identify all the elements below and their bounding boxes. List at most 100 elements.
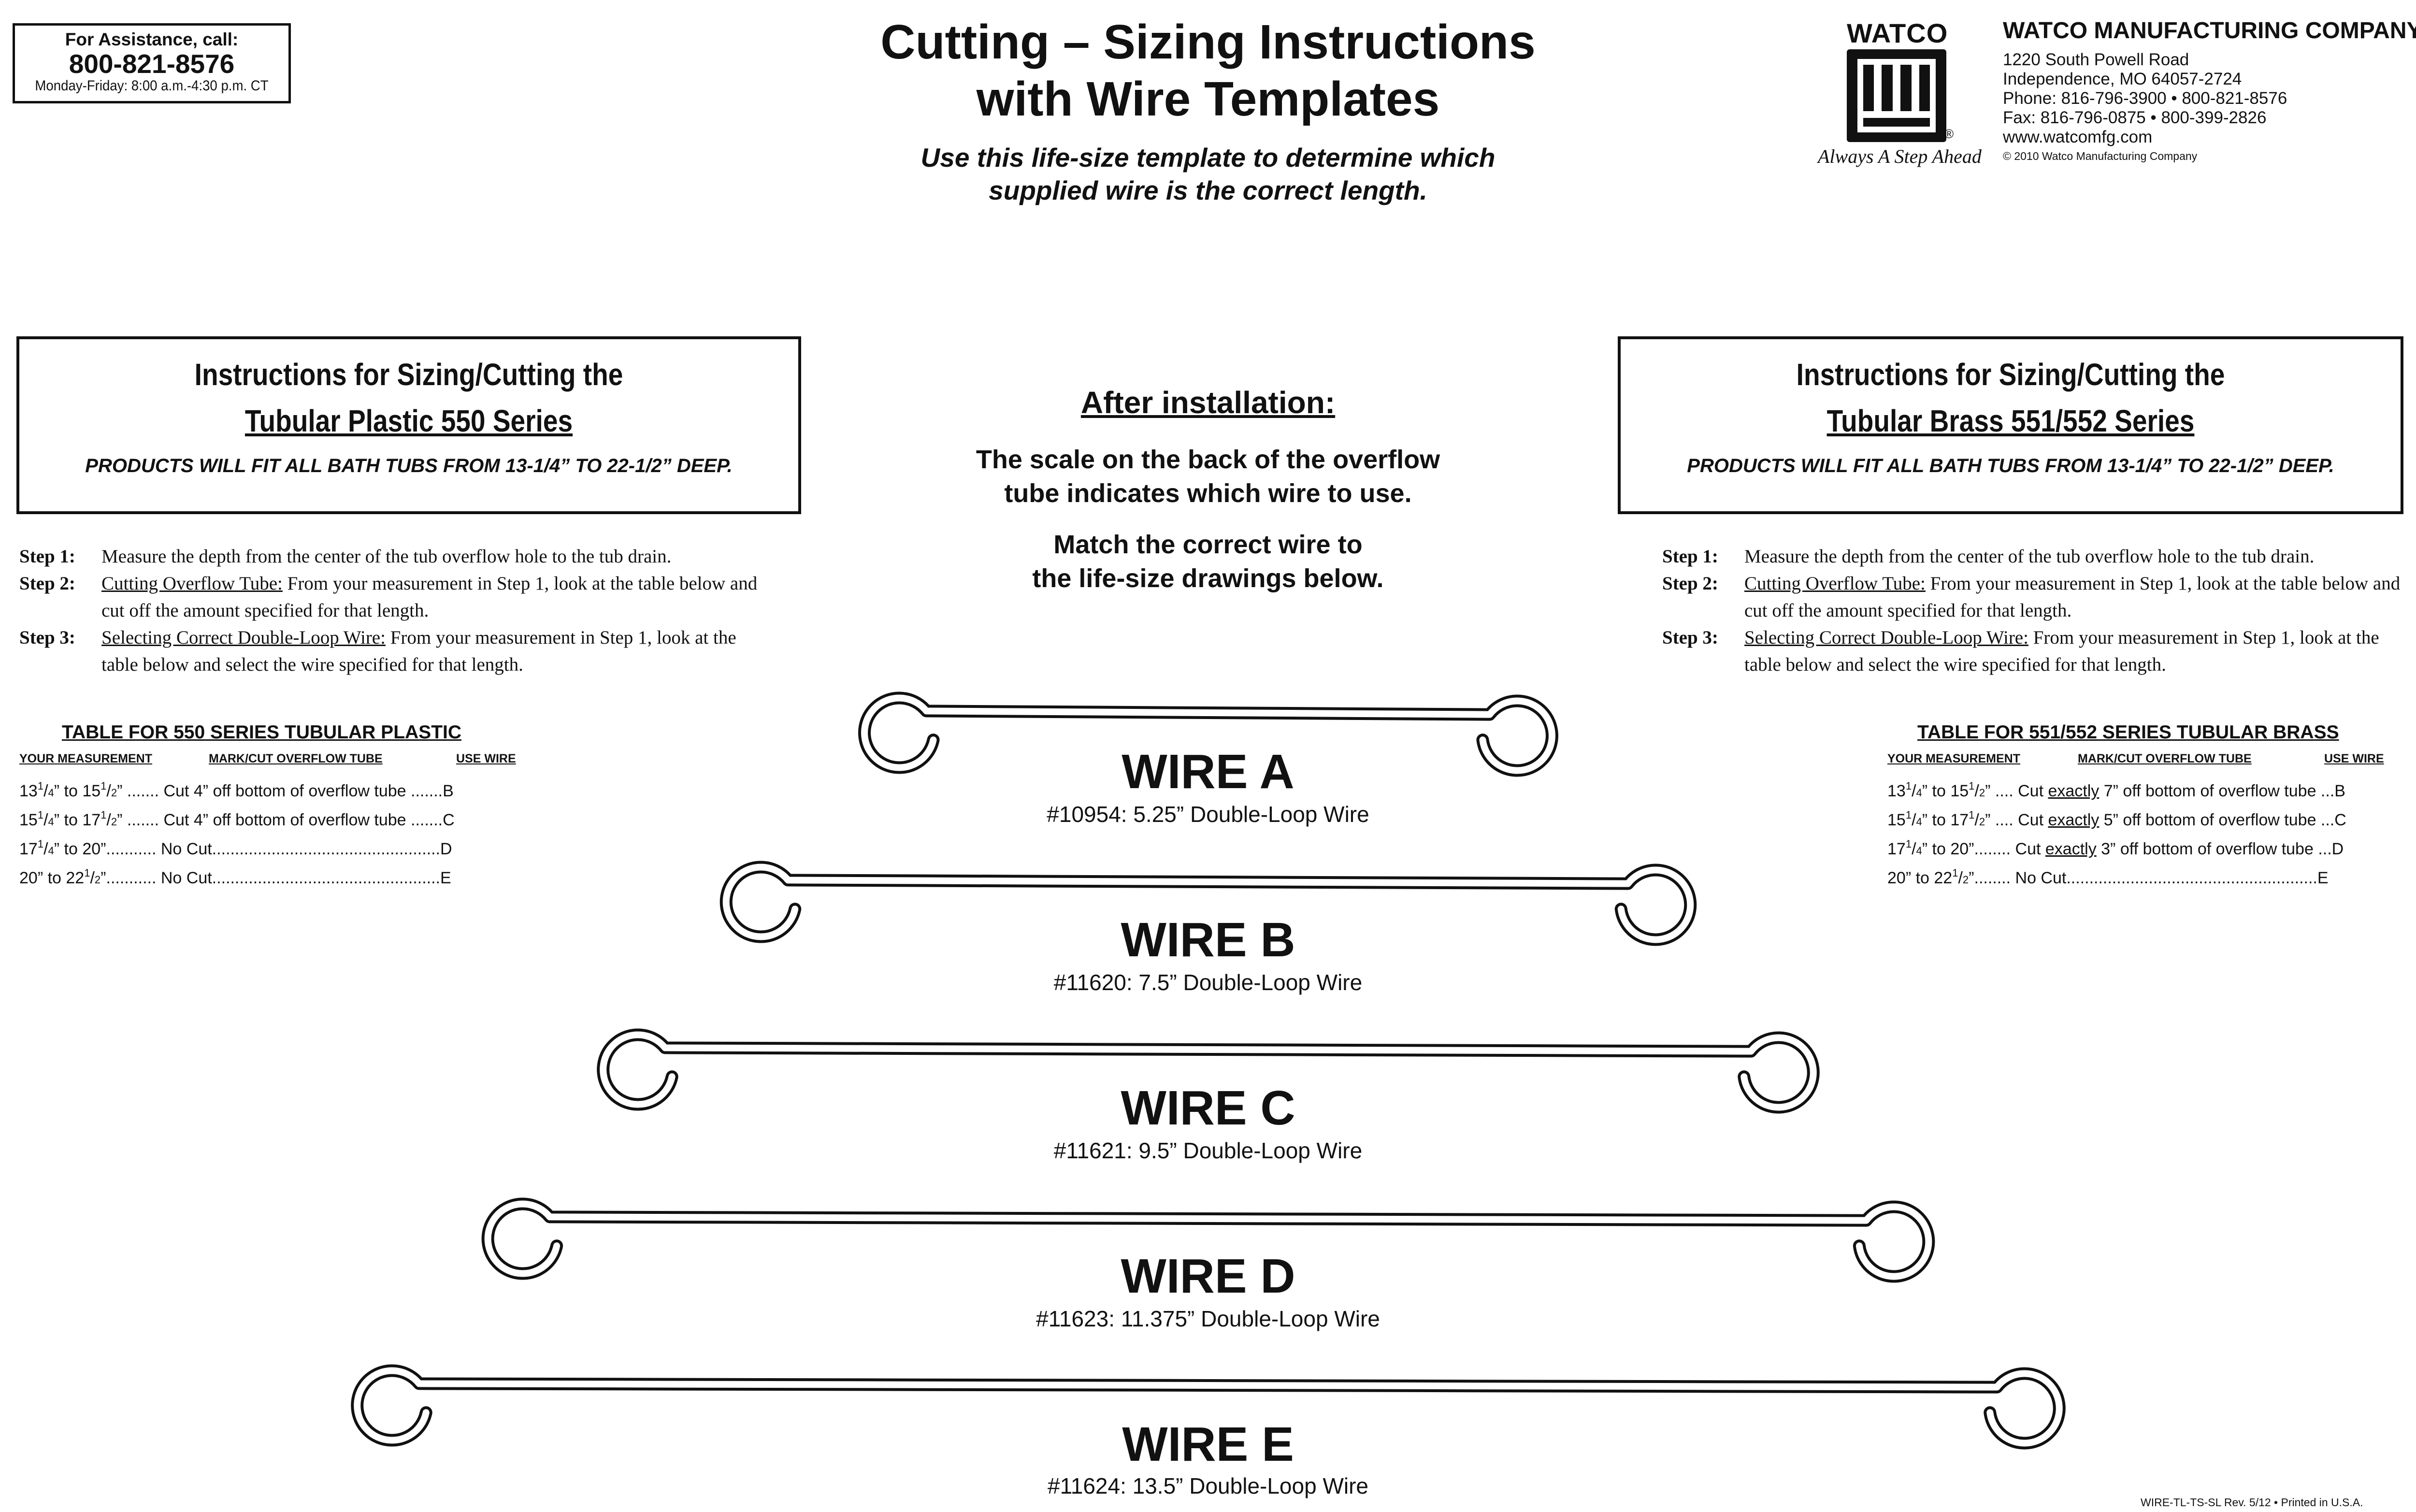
right-step-1-text: Measure the depth from the center of the… bbox=[1744, 546, 2315, 567]
wire-d-drawing bbox=[481, 1197, 1935, 1283]
right-step-3-text: From your measurement in Step 1, look at… bbox=[1744, 627, 2379, 675]
right-box-heading: Instructions for Sizing/Cutting the bbox=[1796, 357, 2225, 392]
right-instructions-box: Instructions for Sizing/Cutting the Tubu… bbox=[1618, 336, 2403, 514]
center-paragraph-1: The scale on the back of the overflow tu… bbox=[908, 443, 1508, 510]
company-fax: Fax: 816-796-0875 • 800-399-2826 bbox=[2003, 108, 2267, 127]
right-box-series: Tubular Brass 551/552 Series bbox=[1826, 403, 2195, 438]
left-col-wire: USE WIRE bbox=[456, 752, 516, 765]
center-p2-line-2: the life-size drawings below. bbox=[1032, 564, 1384, 593]
title-line-1: Cutting – Sizing Instructions bbox=[880, 15, 1536, 69]
company-address-1: 1220 South Powell Road bbox=[2003, 50, 2189, 69]
wire-e-title: WIRE E bbox=[1122, 1417, 1294, 1471]
right-step-3-title: Selecting Correct Double-Loop Wire: bbox=[1744, 627, 2028, 648]
left-instructions-box: Instructions for Sizing/Cutting the Tubu… bbox=[16, 336, 801, 514]
wire-a-drawing bbox=[858, 691, 1558, 777]
left-table: 131/4” to 151/2” ....... Cut 4” off bott… bbox=[19, 775, 455, 891]
assistance-hours: Monday-Friday: 8:00 a.m.-4:30 p.m. CT bbox=[35, 78, 269, 94]
page-subtitle: Use this life-size template to determine… bbox=[725, 141, 1691, 207]
right-table-title: TABLE FOR 551/552 SERIES TUBULAR BRASS bbox=[1917, 722, 2339, 743]
right-table: 131/4” to 151/2” .... Cut exactly 7” off… bbox=[1887, 775, 2346, 891]
wire-b-description: #11620: 7.5” Double-Loop Wire bbox=[1053, 970, 1363, 995]
table-row: 171/4” to 20”........... No Cut.........… bbox=[19, 838, 452, 858]
right-step-1-label: Step 1: bbox=[1662, 546, 1718, 567]
left-col-cut: MARK/CUT OVERFLOW TUBE bbox=[209, 752, 383, 765]
wire-a-description: #10954: 5.25” Double-Loop Wire bbox=[1047, 802, 1369, 827]
company-phone: Phone: 816-796-3900 • 800-821-8576 bbox=[2003, 89, 2287, 108]
right-steps: Step 1: Measure the depth from the cente… bbox=[1662, 543, 2402, 678]
after-installation-heading: After installation: bbox=[1080, 385, 1336, 420]
wire-c-drawing bbox=[597, 1028, 1820, 1114]
wire-inner bbox=[484, 1200, 1932, 1280]
center-p1-line-1: The scale on the back of the overflow bbox=[976, 445, 1440, 474]
wire-inner bbox=[861, 694, 1555, 774]
company-copyright: © 2010 Watco Manufacturing Company bbox=[2003, 150, 2198, 162]
table-row: 131/4” to 151/2” ....... Cut 4” off bott… bbox=[19, 780, 454, 800]
right-step-3: Step 3: Selecting Correct Double-Loop Wi… bbox=[1662, 624, 2402, 678]
table-row: 20” to 221/2”........... No Cut.........… bbox=[19, 867, 451, 887]
footer-code: WIRE-TL-TS-SL Rev. 5/12 • Printed in U.S… bbox=[2141, 1496, 2363, 1509]
left-step-3-text: From your measurement in Step 1, look at… bbox=[101, 627, 736, 675]
right-step-2-title: Cutting Overflow Tube: bbox=[1744, 573, 1926, 594]
left-step-2: Step 2: Cutting Overflow Tube: From your… bbox=[19, 570, 773, 624]
left-step-3: Step 3: Selecting Correct Double-Loop Wi… bbox=[19, 624, 773, 678]
wire-c-title: WIRE C bbox=[1121, 1081, 1295, 1135]
left-step-3-title: Selecting Correct Double-Loop Wire: bbox=[101, 627, 386, 648]
right-step-2: Step 2: Cutting Overflow Tube: From your… bbox=[1662, 570, 2402, 624]
right-step-1: Step 1: Measure the depth from the cente… bbox=[1662, 543, 2402, 570]
left-step-2-label: Step 2: bbox=[19, 573, 75, 594]
title-line-2: with Wire Templates bbox=[976, 72, 1440, 126]
assistance-phone: 800-821-8576 bbox=[69, 49, 235, 79]
subtitle-line-2: supplied wire is the correct length. bbox=[989, 175, 1427, 205]
company-tagline: Always A Step Ahead bbox=[1818, 145, 1982, 167]
right-step-2-text: From your measurement in Step 1, look at… bbox=[1744, 573, 2401, 621]
logo-wordmark: WATCO bbox=[1847, 18, 1948, 48]
table-row: 151/4” to 171/2” .... Cut exactly 5” off… bbox=[1887, 809, 2346, 829]
company-address-2: Independence, MO 64057-2724 bbox=[2003, 70, 2242, 88]
left-box-note: PRODUCTS WILL FIT ALL BATH TUBS FROM 13-… bbox=[85, 455, 733, 476]
left-step-1-label: Step 1: bbox=[19, 546, 75, 567]
center-p2-line-1: Match the correct wire to bbox=[1053, 530, 1363, 559]
left-col-measurement: YOUR MEASUREMENT bbox=[19, 752, 153, 765]
assistance-label: For Assistance, call: bbox=[65, 29, 239, 49]
table-row: 20” to 221/2”........ No Cut............… bbox=[1887, 867, 2329, 887]
page-title: Cutting – Sizing Instructions with Wire … bbox=[725, 14, 1691, 128]
wire-d-description: #11623: 11.375” Double-Loop Wire bbox=[1036, 1306, 1380, 1331]
company-name: WATCO MANUFACTURING COMPANY bbox=[2003, 18, 2416, 43]
watco-logo-icon bbox=[1847, 49, 1946, 142]
company-website: www.watcomfg.com bbox=[2003, 128, 2153, 146]
wire-e-description: #11624: 13.5” Double-Loop Wire bbox=[1047, 1473, 1368, 1498]
left-table-title: TABLE FOR 550 SERIES TUBULAR PLASTIC bbox=[62, 722, 462, 743]
left-box-series: Tubular Plastic 550 Series bbox=[244, 403, 573, 438]
right-box-note: PRODUCTS WILL FIT ALL BATH TUBS FROM 13-… bbox=[1687, 455, 2334, 476]
left-step-3-label: Step 3: bbox=[19, 627, 75, 648]
wire-d-title: WIRE D bbox=[1121, 1249, 1295, 1303]
left-step-1-text: Measure the depth from the center of the… bbox=[101, 546, 672, 567]
table-row: 151/4” to 171/2” ....... Cut 4” off bott… bbox=[19, 809, 455, 829]
wire-b-title: WIRE B bbox=[1121, 913, 1295, 967]
left-step-1: Step 1: Measure the depth from the cente… bbox=[19, 543, 773, 570]
wire-e-drawing bbox=[351, 1364, 2066, 1450]
left-step-2-title: Cutting Overflow Tube: bbox=[101, 573, 283, 594]
wire-inner bbox=[722, 864, 1694, 943]
right-step-2-label: Step 2: bbox=[1662, 573, 1718, 594]
assistance-box: For Assistance, call: 800-821-8576 Monda… bbox=[13, 23, 291, 103]
subtitle-line-1: Use this life-size template to determine… bbox=[920, 143, 1496, 173]
wire-c-description: #11621: 9.5” Double-Loop Wire bbox=[1053, 1138, 1363, 1163]
registered-mark: ® bbox=[1944, 127, 1954, 141]
wire-inner bbox=[354, 1367, 2063, 1447]
wire-inner bbox=[600, 1031, 1817, 1111]
table-row: 131/4” to 151/2” .... Cut exactly 7” off… bbox=[1887, 780, 2345, 800]
center-p1-line-2: tube indicates which wire to use. bbox=[1004, 479, 1412, 508]
table-row: 171/4” to 20”........ Cut exactly 3” off… bbox=[1887, 838, 2344, 858]
left-steps: Step 1: Measure the depth from the cente… bbox=[19, 543, 773, 678]
center-paragraph-2: Match the correct wire to the life-size … bbox=[908, 528, 1508, 595]
left-box-heading: Instructions for Sizing/Cutting the bbox=[194, 357, 623, 392]
right-col-cut: MARK/CUT OVERFLOW TUBE bbox=[2078, 752, 2252, 765]
wire-a-title: WIRE A bbox=[1122, 745, 1294, 799]
right-step-3-label: Step 3: bbox=[1662, 627, 1718, 648]
left-step-2-text: From your measurement in Step 1, look at… bbox=[101, 573, 758, 621]
right-col-wire: USE WIRE bbox=[2324, 752, 2384, 765]
right-col-measurement: YOUR MEASUREMENT bbox=[1887, 752, 2021, 765]
wire-b-drawing bbox=[719, 861, 1697, 946]
